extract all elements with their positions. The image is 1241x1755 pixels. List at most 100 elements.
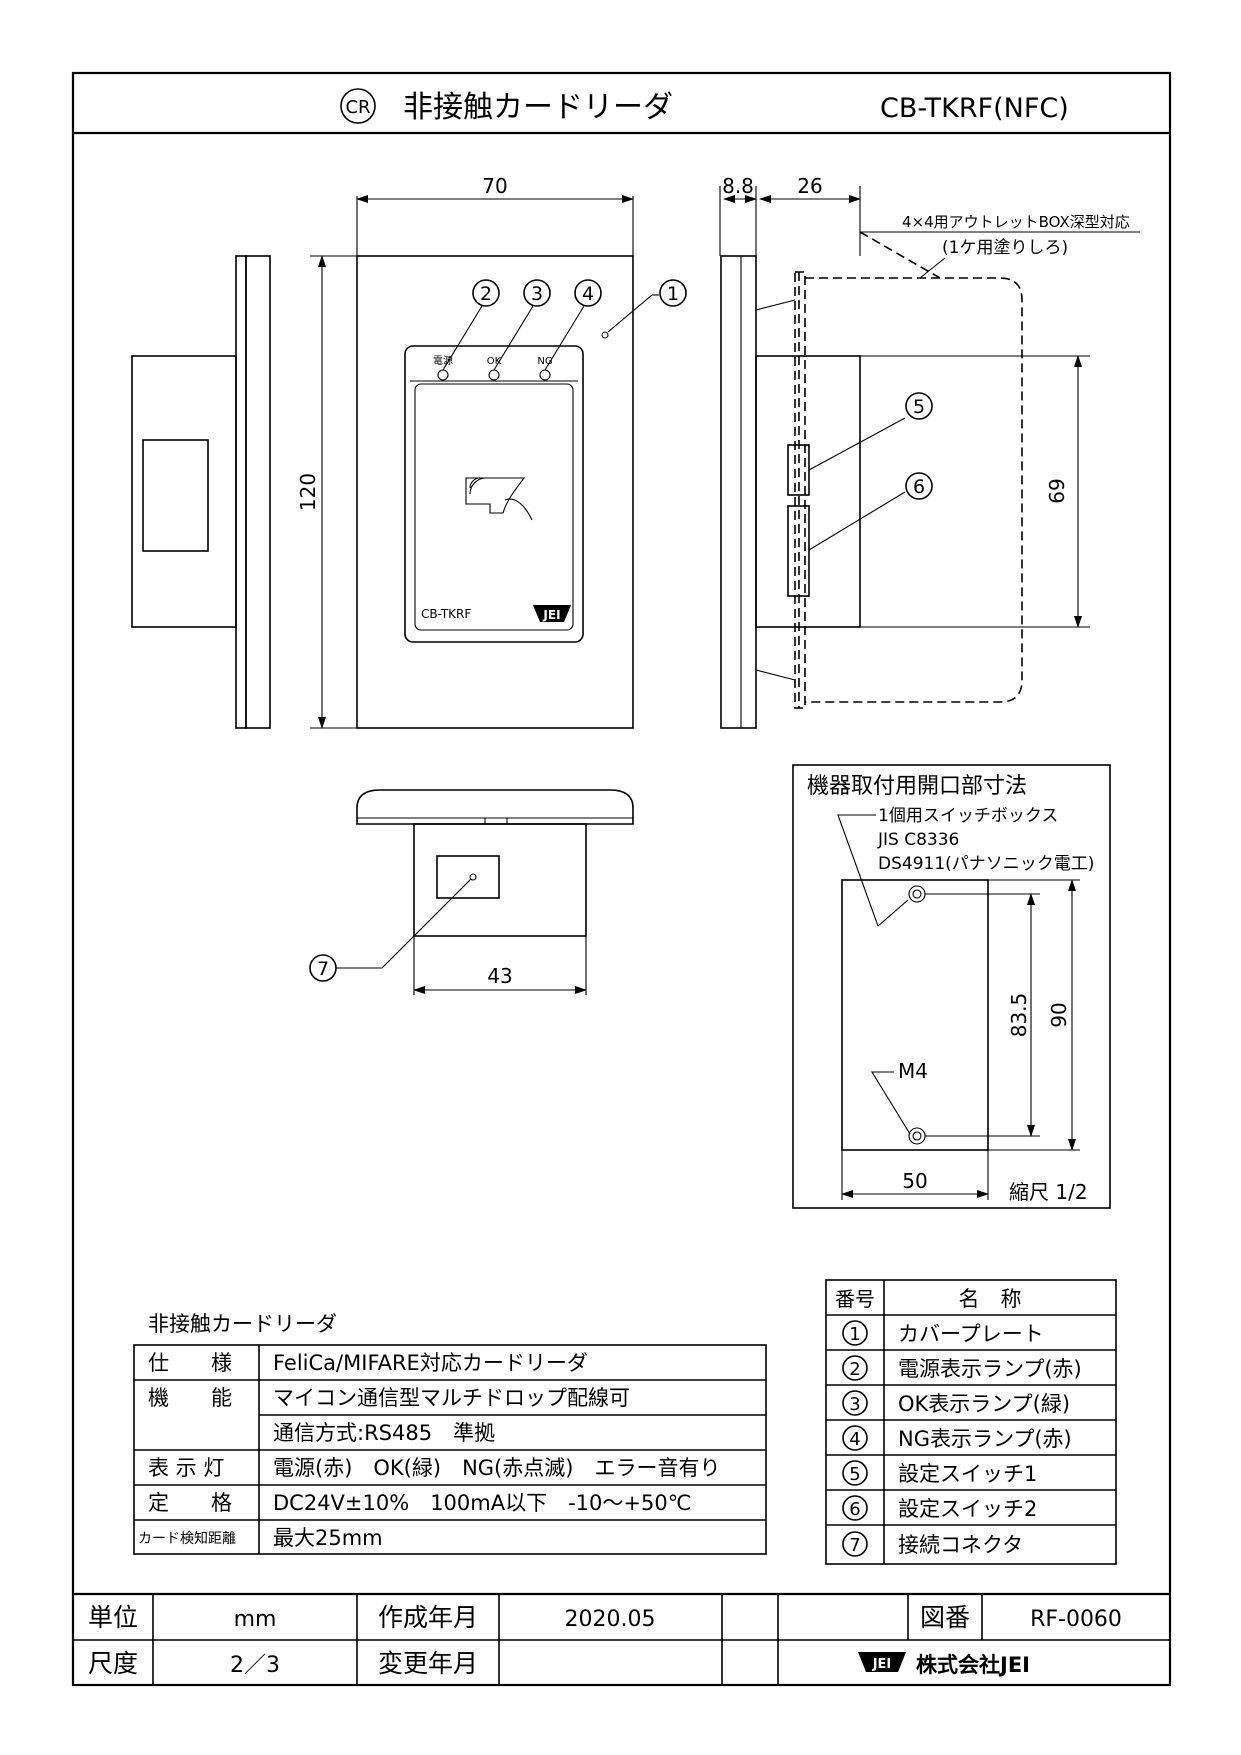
side-body [755, 355, 861, 628]
parts-row-3: 3 OK表示ランプ(緑) [842, 1390, 1070, 1416]
parts-row-4: 4 NG表示ランプ(赤) [842, 1425, 1072, 1451]
scale-value: 2／3 [230, 1653, 280, 1678]
dim-height-90: 90 [1047, 1002, 1071, 1027]
cover-screw-hole [601, 331, 609, 339]
power-lamp [437, 369, 449, 381]
opening-title: 機器取付用開口部寸法 [807, 774, 1027, 799]
parts-no-1: 1 [849, 1324, 860, 1345]
title-block: 単位 mm 作成年月 2020.05 図番 RF-0060 尺度 2／3 変更年… [73, 1592, 1170, 1685]
outlet-box-outline [805, 277, 1023, 703]
spec-label-1: 機 能 [148, 1386, 232, 1410]
parts-row-6: 6 設定スイッチ2 [842, 1495, 1037, 1521]
ng-lamp [539, 369, 551, 381]
spec-value-1: マイコン通信型マルチドロップ配線可 [273, 1386, 630, 1410]
parts-name-3: OK表示ランプ(緑) [898, 1392, 1070, 1416]
parts-name-6: 設定スイッチ2 [898, 1497, 1037, 1521]
parts-name-4: NG表示ランプ(赤) [898, 1427, 1072, 1451]
drawing-no-label: 図番 [920, 1603, 970, 1632]
lamp-label-power: 電源 [433, 354, 453, 367]
spec-value-3: 電源(赤) OK(緑) NG(赤点滅) エラー音有り [273, 1456, 720, 1480]
ok-lamp [488, 369, 500, 381]
side-plate [720, 255, 757, 729]
parts-row-7: 7 接続コネクタ [842, 1531, 1023, 1557]
cover-plate [356, 255, 634, 729]
parts-name-2: 電源表示ランプ(赤) [898, 1357, 1082, 1381]
callout-3: 3 [523, 279, 551, 307]
opening-note-2: JIS C8336 [877, 830, 959, 850]
created-label: 作成年月 [378, 1603, 478, 1632]
opening-note-1: 1個用スイッチボックス [878, 806, 1058, 826]
dim-pitch-83-5: 83.5 [1007, 993, 1031, 1038]
lamp-label-ok: OK [487, 356, 502, 367]
changed-label: 変更年月 [378, 1649, 478, 1678]
dim-depth-26: 26 [797, 174, 822, 198]
spec-label-4: 定 格 [148, 1491, 232, 1515]
cr-logo-icon: CR [340, 88, 376, 124]
callout-2-text: 2 [480, 283, 492, 305]
reader-body [404, 345, 584, 643]
left-side-view [131, 255, 271, 729]
box-note-1: 4×4用アウトレットBOX深型対応 [902, 213, 1130, 231]
parts-no-6: 6 [849, 1499, 860, 1520]
nfc-card-icon [465, 477, 533, 521]
opening-note-3: DS4911(パナソニック電工) [878, 854, 1094, 874]
spec-value-4: DC24V±10% 100mA以下 -10〜+50℃ [273, 1491, 691, 1515]
front-view: 70 120 電源 OK NG CB-TKRF JEI [296, 174, 659, 729]
screw-hole-top [908, 885, 926, 903]
parts-name-5: 設定スイッチ1 [898, 1462, 1037, 1486]
opening-rect [841, 879, 989, 1151]
side-view: 8.8 26 4×4用アウトレットBOX深型対応 (1ケ用塗りしろ) 69 [719, 174, 1140, 729]
unit-label: 単位 [88, 1603, 138, 1632]
parts-row-2: 2 電源表示ランプ(赤) [842, 1355, 1082, 1381]
created-value: 2020.05 [565, 1607, 656, 1632]
dim-body-69: 69 [1045, 478, 1069, 503]
box-note-2: (1ケ用塗りしろ) [942, 237, 1068, 258]
spec-label-5: カード検知距離 [138, 1530, 236, 1547]
cr-logo-text: CR [345, 97, 370, 118]
header: CR 非接触カードリーダ CB-TKRF(NFC) [340, 88, 1069, 125]
scale-label: 尺度 [88, 1649, 138, 1678]
company-name: 株式会社JEI [916, 1653, 1030, 1677]
callout-4-text: 4 [582, 283, 594, 305]
drawing-frame [71, 71, 1172, 1687]
parts-no-3: 3 [849, 1394, 860, 1415]
callout-7: 7 [309, 954, 337, 982]
connector [436, 855, 500, 899]
screw-label-m4: M4 [898, 1059, 928, 1083]
spec-table: 非接触カードリーダ 仕 様 FeliCa/MIFARE対応カードリーダ 機 能 … [133, 1312, 767, 1555]
company-logo-icon: JEI [858, 1652, 906, 1672]
parts-header-name: 名 称 [959, 1287, 1022, 1311]
unit-value: mm [234, 1607, 277, 1632]
parts-row-5: 5 設定スイッチ1 [842, 1460, 1037, 1486]
callout-1-text: 1 [667, 283, 679, 305]
bottom-plate [356, 789, 634, 825]
drawing-no-value: RF-0060 [1030, 1607, 1122, 1632]
spec-label-3: 表 示 灯 [148, 1456, 224, 1480]
parts-no-5: 5 [849, 1464, 860, 1485]
lamp-label-ng: NG [537, 356, 552, 367]
callout-7-text: 7 [317, 958, 329, 980]
callout-1: 1 [659, 279, 687, 307]
callout-4: 4 [574, 279, 602, 307]
spec-value-2: 通信方式:RS485 準拠 [273, 1421, 495, 1445]
spec-value-0: FeliCa/MIFARE対応カードリーダ [273, 1351, 588, 1375]
parts-no-2: 2 [849, 1359, 860, 1380]
scale-note: 縮尺 1/2 [1009, 1180, 1088, 1204]
dim-bottom-43: 43 [487, 964, 512, 988]
callout-6: 6 [905, 472, 933, 500]
parts-table: 番号 名 称 1 カバープレート 2 電源表示ランプ(赤) 3 OK表示ランプ(… [825, 1279, 1117, 1565]
spec-label-0: 仕 様 [148, 1351, 232, 1375]
model-number: CB-TKRF(NFC) [880, 93, 1069, 124]
parts-row-1: 1 カバープレート [842, 1320, 1044, 1346]
callout-5: 5 [905, 392, 933, 420]
bottom-view: 43 [336, 789, 634, 995]
callout-3-text: 3 [531, 283, 543, 305]
callout-6-text: 6 [913, 476, 925, 498]
parts-no-4: 4 [849, 1429, 860, 1450]
opening-dimensions: 機器取付用開口部寸法 1個用スイッチボックス JIS C8336 DS4911(… [792, 764, 1111, 1209]
parts-name-7: 接続コネクタ [898, 1533, 1023, 1557]
dim-height-120: 120 [296, 473, 320, 511]
parts-name-1: カバープレート [898, 1322, 1044, 1346]
callout-2: 2 [472, 279, 500, 307]
jei-logo-icon: JEI [533, 605, 571, 622]
